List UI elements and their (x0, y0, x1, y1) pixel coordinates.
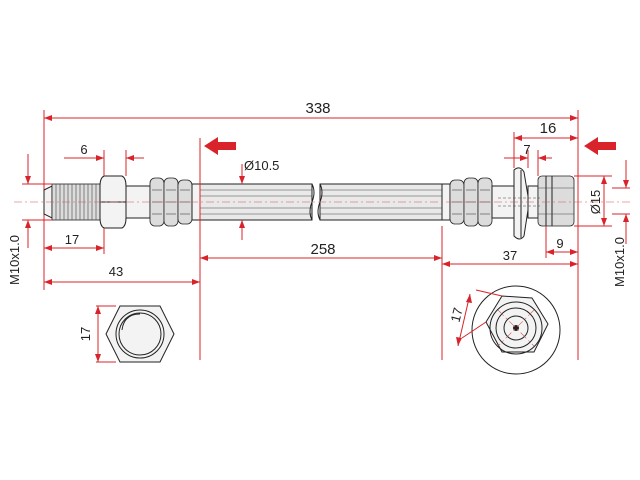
dimension-left-wrench-flat: 6 (64, 142, 144, 176)
hose-diameter-label: Ø10.5 (244, 158, 279, 173)
right-hex-end-view: 17 (448, 285, 561, 375)
right-fitting-length-label: 37 (503, 248, 517, 263)
right-overall-label: 16 (540, 120, 557, 137)
left-hex-size-label: 17 (78, 327, 93, 341)
left-hex-end-view: 17 (78, 305, 175, 363)
dimension-right-collar-width: 7 (504, 142, 552, 176)
dimension-right-tip-length: 9 (545, 226, 578, 258)
dimension-right-fitting-length: 37 (442, 248, 578, 267)
dimension-hose-diameter: Ø10.5 (239, 158, 279, 240)
right-tip-length-label: 9 (556, 236, 563, 251)
arrow-left-icon (204, 137, 236, 155)
dimension-right-overall: 16 (513, 120, 578, 168)
dimension-left-fitting-length: 43 (44, 138, 201, 360)
dimension-left-thread-length: 17 (44, 228, 105, 254)
hose-length-label: 258 (310, 241, 335, 258)
right-hex-size-label: 17 (448, 306, 466, 324)
left-thread-spec-label: M10x1.0 (7, 235, 22, 285)
left-fitting-length-label: 43 (109, 264, 123, 279)
dimension-right-diameter: Ø15 (574, 175, 612, 227)
dimension-hose-length: 258 (200, 226, 443, 360)
dimension-left-thread-spec: M10x1.0 (7, 154, 52, 285)
dimension-total-length: 338 (43, 100, 579, 360)
dimension-right-thread-spec: M10x1.0 (612, 160, 630, 287)
right-fitting (441, 167, 575, 240)
total-length-label: 338 (305, 100, 330, 117)
right-thread-spec-label: M10x1.0 (612, 237, 627, 287)
left-thread-length-label: 17 (65, 232, 79, 247)
arrow-left-icon (584, 137, 616, 155)
right-collar-width-label: 7 (523, 142, 530, 157)
left-wrench-flat-label: 6 (80, 142, 87, 157)
right-diameter-label: Ø15 (588, 190, 603, 215)
